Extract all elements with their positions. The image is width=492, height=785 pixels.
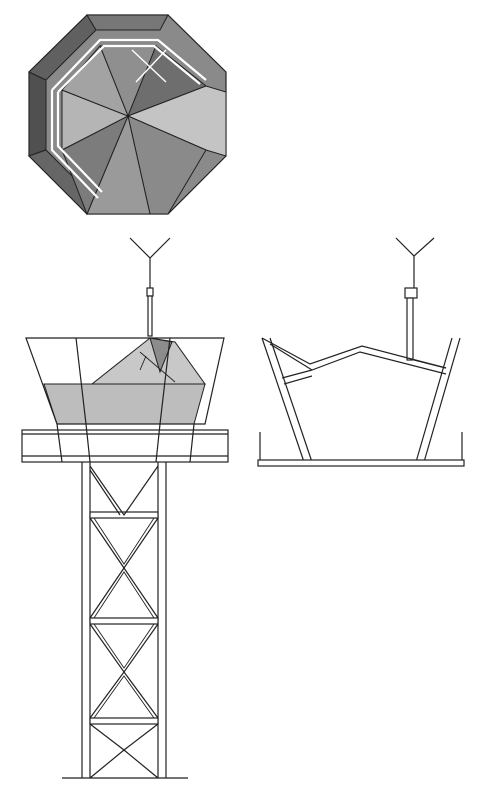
section-cab-walls <box>261 337 461 463</box>
roof-plan-view <box>28 14 227 216</box>
section-floor <box>257 432 465 467</box>
antenna-cross-plan <box>131 49 167 83</box>
lattice-tower <box>62 462 188 779</box>
roof-edge-band-top <box>86 14 169 31</box>
cab-glass-dark-triangle <box>149 337 173 374</box>
cab-mullions <box>75 337 171 425</box>
roof-edge-band-left <box>28 71 47 157</box>
roof-walkway-rails <box>50 38 207 199</box>
tower-elevation-view <box>21 237 229 779</box>
cab-glass-upper <box>90 337 206 385</box>
balcony-platform <box>21 423 229 463</box>
cab-glass-lower <box>43 383 206 425</box>
cab-section-view <box>257 237 465 467</box>
antenna-mast <box>129 237 171 337</box>
cab-outline <box>25 337 225 425</box>
control-cab <box>25 337 225 425</box>
cab-inner-frame <box>139 351 176 383</box>
roof-segments <box>61 45 227 216</box>
section-antenna <box>395 237 435 361</box>
